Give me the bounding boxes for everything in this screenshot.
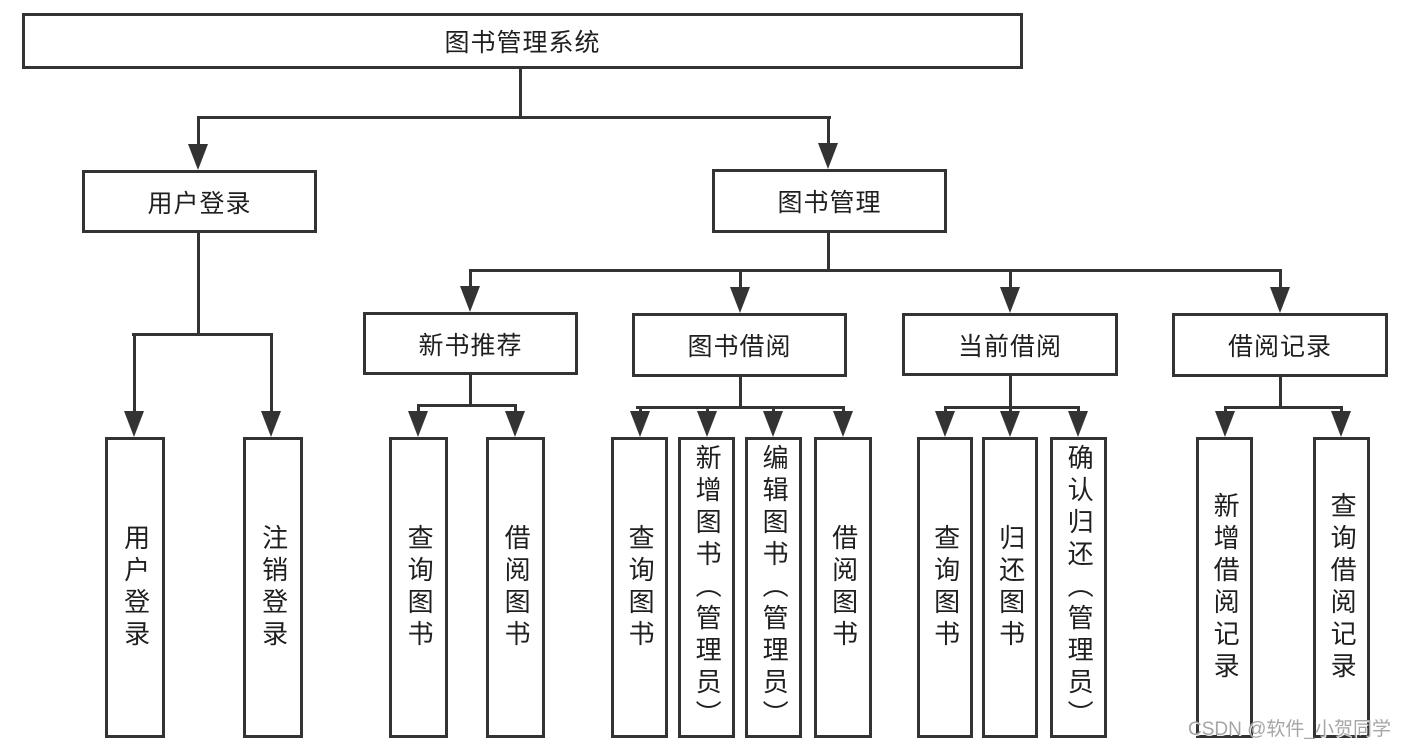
node-user-login: 用户登录 [82,170,317,233]
connector-book-mgmt-stem [827,233,830,272]
connector-drop-leaf-logout [270,333,273,417]
leaf-confirm-return-admin: 确认归还（管理员） [1050,437,1107,738]
arrow-down-icon [408,411,428,437]
leaf-return-books: 归还图书 [982,437,1038,738]
node-current-borrow: 当前借阅 [902,313,1118,376]
arrow-down-icon [1215,411,1235,437]
node-book-management: 图书管理 [712,169,947,233]
connector-user-login-stem [197,233,200,335]
arrow-down-icon [460,286,480,312]
node-new-book-recommend: 新书推荐 [363,312,578,375]
connector-book-borrow-stem [739,377,742,408]
connector-new-book-stem [469,375,472,406]
connector-drop-leaf-user-login [133,333,136,417]
arrow-down-icon [1270,287,1290,313]
leaf-query-books: 查询图书 [389,437,448,738]
arrow-down-icon [505,411,525,437]
connector-book-borrow-branch [636,406,845,409]
connector-current-borrow-stem [1009,376,1012,408]
connector-drop-book-management [827,116,830,149]
connector-new-book-branch [417,404,517,407]
leaf-borrow-books-2: 借阅图书 [814,437,872,738]
connector-user-login-branch [132,333,273,336]
arrow-down-icon [1068,411,1088,437]
connector-drop-borrow-records [1279,269,1282,293]
leaf-query-borrow-record: 查询借阅记录 [1313,437,1370,738]
leaf-edit-book-admin: 编辑图书（管理员） [745,437,802,738]
leaf-borrow-books: 借阅图书 [486,437,545,738]
leaf-query-books-2: 查询图书 [611,437,668,738]
connector-drop-current-borrow [1009,269,1012,293]
leaf-logout: 注销登录 [243,437,303,738]
connector-drop-new-book [469,269,472,292]
connector-book-mgmt-branch [469,269,1282,272]
connector-drop [514,404,517,417]
connector-borrow-records-stem [1279,377,1282,408]
arrow-down-icon [818,143,838,169]
node-book-borrow: 图书借阅 [632,313,847,377]
arrow-down-icon [697,411,717,437]
connector-drop-user-login [197,116,200,150]
watermark-csdn: CSDN @软件_小贺同学 [1188,719,1391,740]
connector-current-borrow-branch [944,406,1080,409]
arrow-down-icon [261,411,281,437]
arrow-down-icon [630,411,650,437]
arrow-down-icon [1000,287,1020,313]
node-library-system: 图书管理系统 [22,13,1023,69]
connector-borrow-records-branch [1224,406,1343,409]
leaf-user-login: 用户登录 [105,437,165,738]
arrow-down-icon [188,144,208,170]
leaf-query-books-3: 查询图书 [917,437,973,738]
leaf-add-book-admin: 新增图书（管理员） [678,437,735,738]
connector-drop-book-borrow [739,269,742,293]
connector-root-stem [519,69,522,117]
arrow-down-icon [833,411,853,437]
arrow-down-icon [935,411,955,437]
node-borrow-records: 借阅记录 [1172,313,1388,377]
arrow-down-icon [763,411,783,437]
connector-root-branch [197,116,831,119]
connector-drop [417,404,420,417]
arrow-down-icon [1331,411,1351,437]
arrow-down-icon [730,287,750,313]
leaf-add-borrow-record: 新增借阅记录 [1196,437,1253,738]
arrow-down-icon [1000,411,1020,437]
arrow-down-icon [124,411,144,437]
